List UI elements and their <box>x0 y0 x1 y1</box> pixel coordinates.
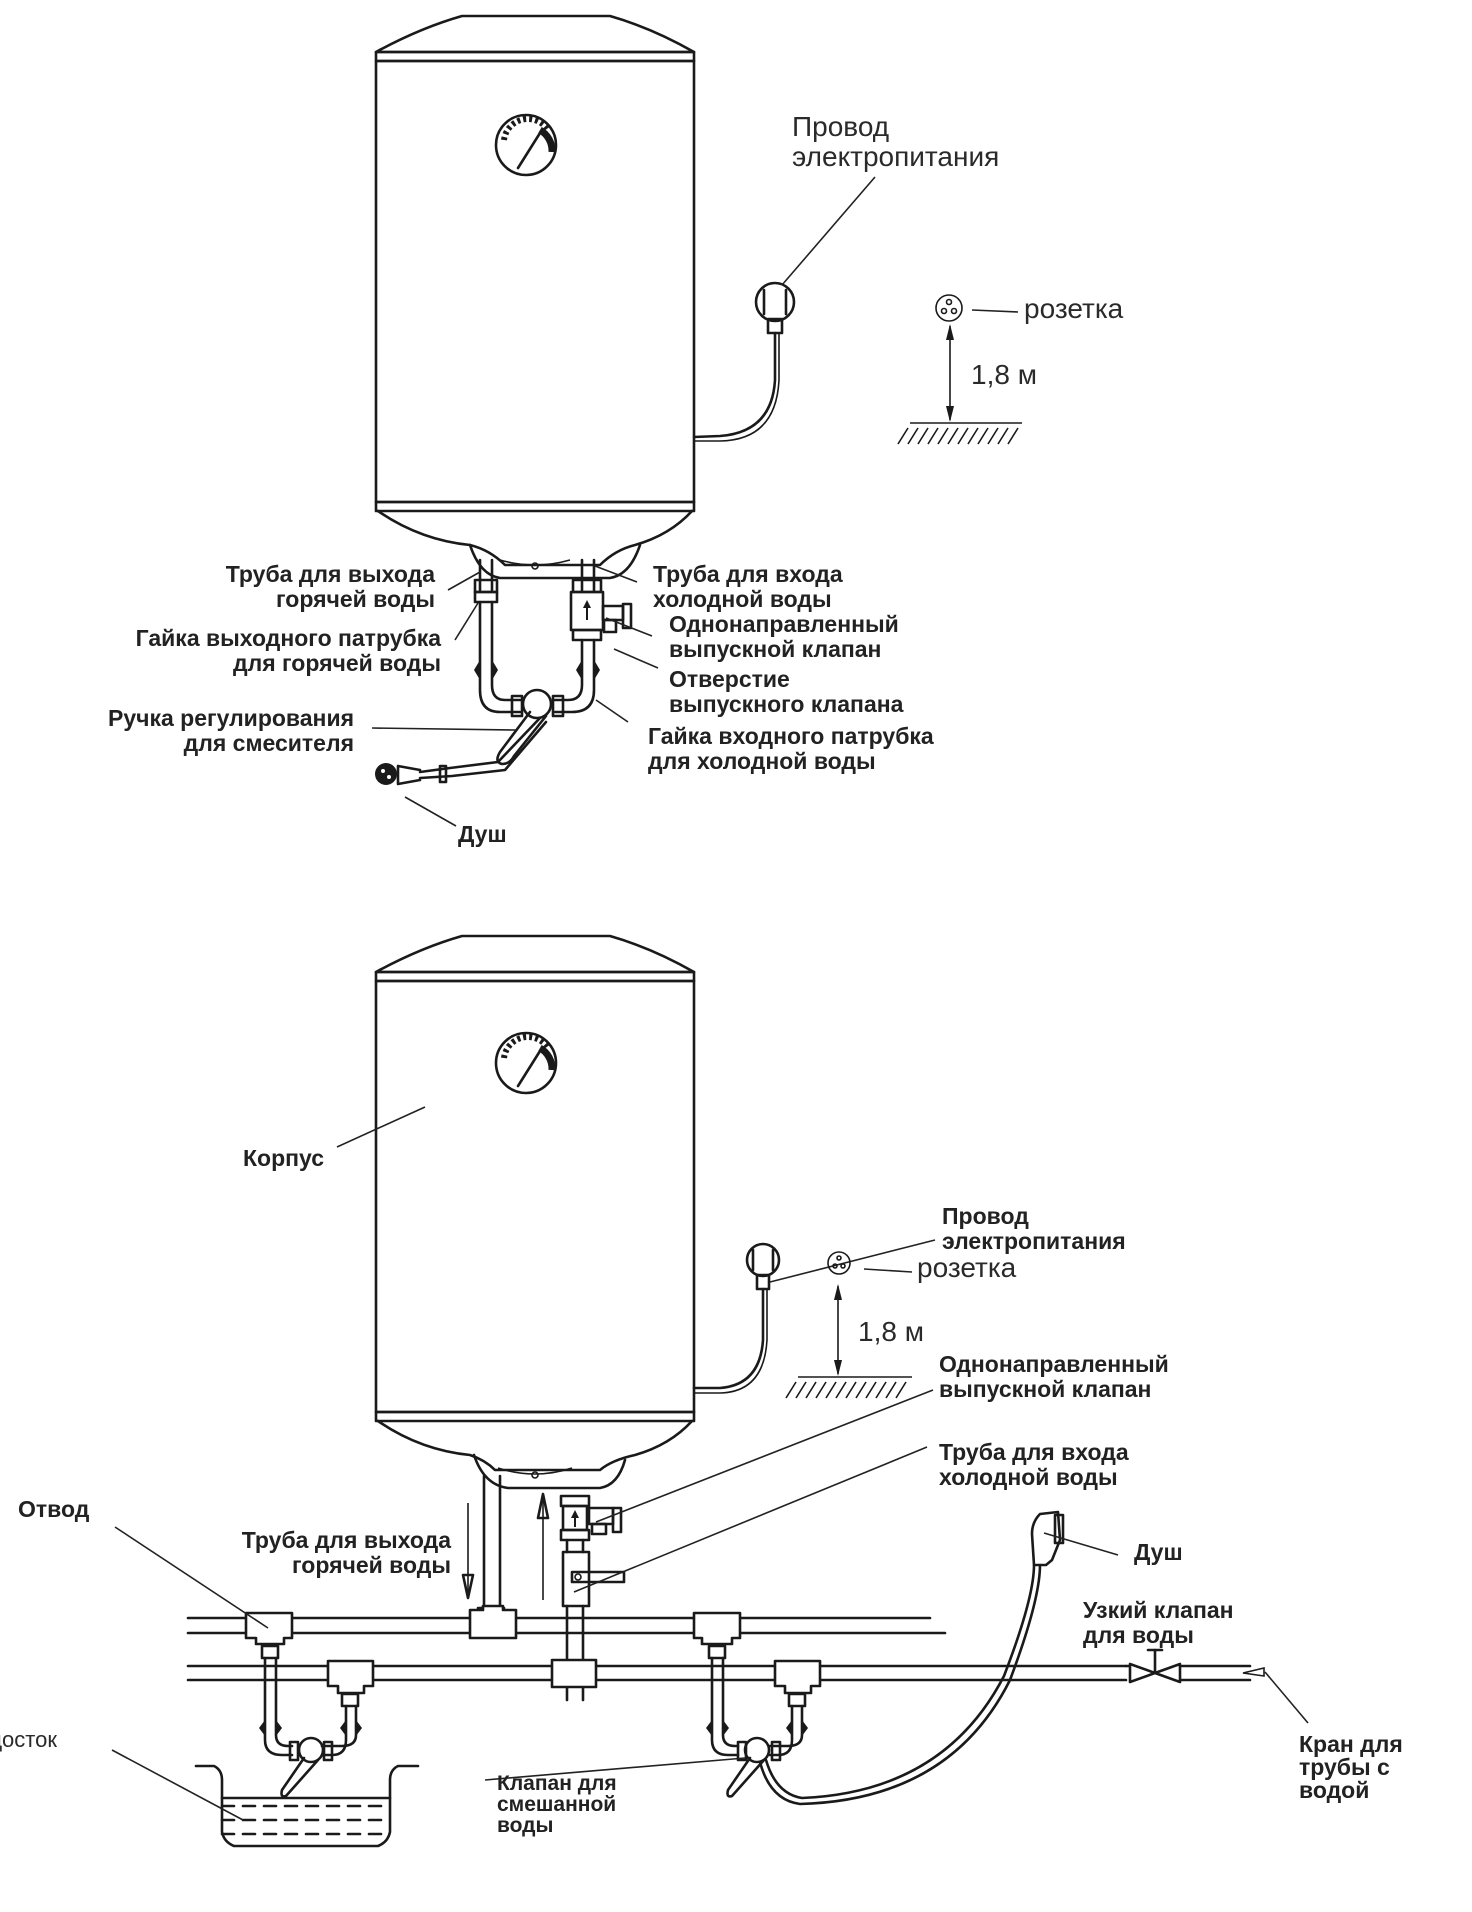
socket-icon <box>935 294 963 322</box>
bottom-socket-icon <box>827 1251 851 1275</box>
tee-fitting <box>692 1611 742 1660</box>
shutoff-valve-body <box>561 1550 591 1608</box>
top-handle-leader <box>371 727 517 731</box>
top-shower-head <box>375 763 397 785</box>
top-cold-pipe-leader <box>594 565 638 583</box>
top-socket-leader <box>971 309 1019 313</box>
cold-pipe-thread <box>571 578 603 594</box>
top-cold-pipe-label: Труба для входа холодной воды <box>653 561 843 612</box>
body-leader <box>336 1106 426 1148</box>
tee-fitting <box>326 1659 375 1708</box>
top-socket-label: розетка <box>1024 293 1124 324</box>
top-heater <box>374 14 1022 580</box>
narrow-valve-icon <box>1124 1648 1265 1684</box>
top-heater-dome <box>374 14 696 54</box>
drain-leader <box>111 1749 244 1821</box>
top-check-valve-label: Однонаправленный выпускной клапан <box>669 611 899 662</box>
top-shower-label: Душ <box>458 821 507 847</box>
narrow-valve-label: Узкий клапан для воды <box>1083 1597 1234 1648</box>
tee-fitting <box>773 1659 822 1708</box>
top-heater-body <box>374 59 696 504</box>
bottom-height-label: 1,8 м <box>858 1316 924 1347</box>
top-hot-pipe-leader <box>447 571 481 591</box>
top-hot-nut-label: Гайка выходного патрубка для горячей вод… <box>135 625 441 676</box>
top-hot-nut-leader <box>454 602 479 641</box>
top-valve-outlet-leader <box>613 648 659 669</box>
supply-tap-leader <box>1264 1671 1309 1724</box>
bottom-check-valve-label: Однонаправленный выпускной клапан <box>939 1351 1169 1402</box>
top-heater-bottom-band <box>374 500 696 513</box>
bottom-shower-leader <box>1043 1532 1119 1556</box>
mixer-handle <box>496 710 548 766</box>
bottom-heater-body <box>374 979 696 1414</box>
bottom-power-cord-label: Провод электропитания <box>942 1203 1126 1254</box>
top-heater-base-mark <box>499 559 571 566</box>
top-heater-base-cup <box>468 543 642 580</box>
check-valve-arrow <box>583 600 591 620</box>
top-valve-outlet-label: Отверстие выпускного клапана <box>669 666 904 717</box>
tee-fitting <box>244 1611 294 1660</box>
bottom-plumbing <box>186 1474 1265 1848</box>
top-height-dimension <box>897 324 1022 445</box>
top-heater-base-dot <box>531 562 539 570</box>
bottom-power-plug-icon <box>692 1242 781 1394</box>
top-handle-label: Ручка регулирования для смесителя <box>107 705 354 756</box>
tee-fitting <box>550 1658 598 1689</box>
top-hot-pipe-label: Труба для выхода горячей воды <box>225 561 435 612</box>
top-plumbing <box>375 558 633 786</box>
drain-label: водосток <box>0 1727 57 1752</box>
bottom-hot-pipe-label: Труба для выхода горячей воды <box>241 1527 451 1578</box>
top-cold-nut-leader <box>595 699 629 723</box>
top-heater-top-band <box>374 50 696 63</box>
top-heater-bottom-dome <box>376 509 694 567</box>
hot-pipe-thread <box>473 578 499 594</box>
top-cold-nut-label: Гайка входного патрубка для холодной вод… <box>648 723 934 774</box>
top-check-valve-leader <box>605 617 653 637</box>
mixed-valve-label: Клапан для смешанной воды <box>497 1772 617 1837</box>
shutoff-valve-handle <box>570 1570 626 1584</box>
check-valve-lever <box>621 602 633 630</box>
bottom-shower-head <box>1030 1510 1065 1567</box>
supply-tap-label: Кран для трубы с водой <box>1299 1731 1403 1803</box>
mixed-valve-leader <box>484 1757 746 1781</box>
bottom-check-valve-leader <box>595 1389 934 1523</box>
bottom-thermometer-icon <box>494 1031 558 1095</box>
bottom-power-cord-leader <box>769 1239 936 1283</box>
bottom-heater-dome <box>374 934 696 974</box>
branch-label: Отвод <box>18 1496 90 1522</box>
power-plug-icon <box>692 281 796 442</box>
mixer-body <box>521 688 553 720</box>
top-power-cord-leader <box>781 176 876 286</box>
check-valve-side <box>601 604 625 622</box>
branch-leader <box>114 1526 269 1629</box>
bottom-socket-leader <box>863 1268 913 1273</box>
bottom-cold-pipe-leader <box>573 1446 928 1593</box>
bottom-socket-label: розетка <box>917 1252 1017 1283</box>
bottom-cold-pipe-label: Труба для входа холодной воды <box>939 1439 1129 1490</box>
drain-basin <box>194 1764 420 1848</box>
bottom-shower-label: Душ <box>1134 1539 1183 1565</box>
hot-pipe-nut <box>473 590 499 604</box>
top-power-cord-label: Провод электропитания <box>792 111 1000 173</box>
tee-fitting <box>468 1604 518 1640</box>
top-height-label: 1,8 м <box>971 359 1037 390</box>
thermometer-icon <box>494 113 558 177</box>
top-shower-leader <box>404 796 457 827</box>
body-label: Корпус <box>243 1145 325 1171</box>
bottom-height-dimension <box>785 1284 912 1399</box>
bottom-heater <box>374 934 936 1490</box>
